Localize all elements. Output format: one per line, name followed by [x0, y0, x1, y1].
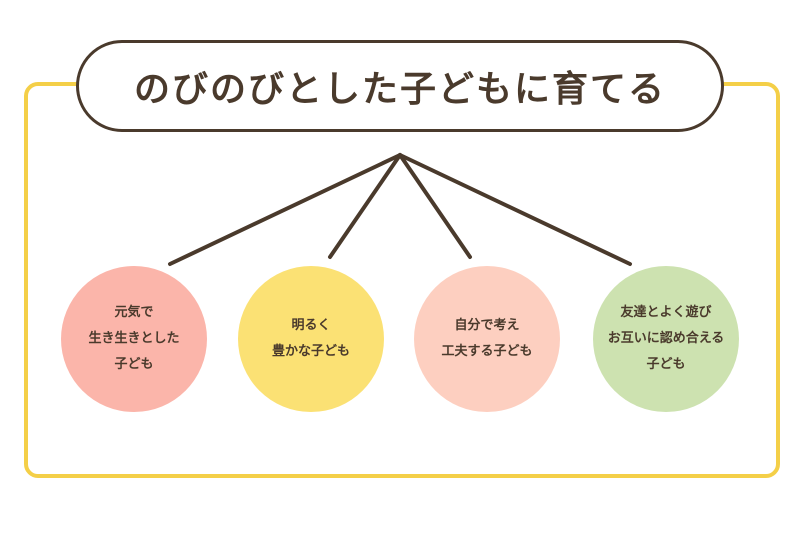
connector-line-2 [328, 153, 402, 259]
goal-text: 豊かな子ども [271, 344, 350, 359]
goal-circle-2: 明るく 豊かな子ども [238, 266, 384, 412]
title-text: のびのびとした子どもに育てる [133, 69, 666, 110]
goal-circle-3: 自分で考え 工夫する子ども [414, 266, 560, 412]
goal-text: 明るく [291, 318, 331, 333]
connector-line-4 [398, 153, 632, 266]
connector-line-1 [168, 153, 402, 266]
goal-text: 子ども [114, 357, 154, 372]
goal-text: 自分で考え [454, 318, 520, 333]
connector-line-3 [398, 153, 472, 259]
goal-text: 生き生きとした [88, 331, 180, 346]
goal-text: 子ども [646, 357, 686, 372]
goal-circle-4: 友達とよく遊び お互いに認め合える 子ども [593, 266, 739, 412]
title-banner: のびのびとした子どもに育てる [76, 40, 724, 132]
goal-text: お互いに認め合える [607, 331, 725, 346]
goal-text: 工夫する子ども [441, 344, 533, 359]
goal-circle-1: 元気で 生き生きとした 子ども [61, 266, 207, 412]
goal-text: 友達とよく遊び [620, 305, 712, 320]
goal-text: 元気で [114, 305, 154, 320]
